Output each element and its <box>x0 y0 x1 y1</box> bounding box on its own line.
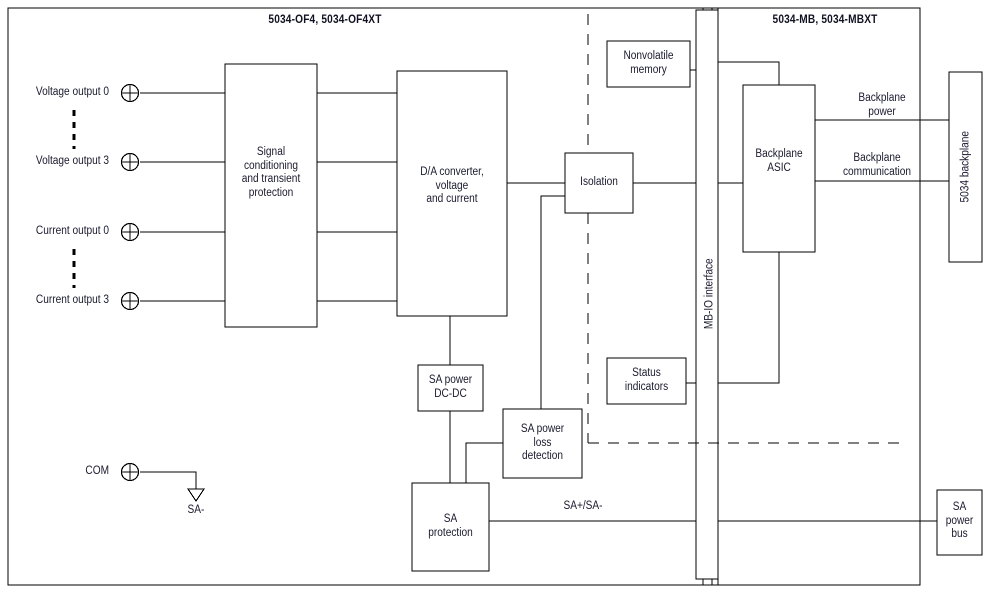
block-signal-conditioning <box>224 63 318 328</box>
title-left: 5034-OF4, 5034-OF4XT <box>268 14 382 26</box>
block-sa-power-bus <box>936 489 983 556</box>
terminal-icon-voltage-output-3 <box>120 152 140 172</box>
block-label-mb-io-interface: MB-IO interface <box>703 258 716 330</box>
wire-asic-top <box>718 61 780 85</box>
ground-label-sa-minus: SA- <box>187 504 205 516</box>
wire-isolation-sa-power-loss <box>540 195 565 409</box>
block-sa-protection <box>411 482 490 572</box>
terminal-icon-voltage-output-0 <box>120 83 140 103</box>
block-da-converter <box>396 70 508 317</box>
terminal-label-voltage-output-0: Voltage output 0 <box>35 86 110 98</box>
block-status-indicators <box>606 357 687 405</box>
block-label-isolation: Isolation <box>580 176 618 188</box>
link-label-sa-plus-sa-minus: SA+/SA- <box>563 500 603 512</box>
wire-sa-loss-to-sa-protection <box>465 442 503 483</box>
wire-com-to-ground <box>140 471 197 489</box>
terminal-label-voltage-output-3: Voltage output 3 <box>35 155 110 167</box>
isolation-barrier-dashed <box>587 14 901 444</box>
wire-asic-bottom <box>718 252 780 384</box>
block-5034-backplane <box>948 71 983 263</box>
terminal-label-current-output-0: Current output 0 <box>35 225 110 237</box>
terminal-label-com: COM <box>85 465 110 477</box>
ground-symbol <box>186 488 206 503</box>
module-outer-boundary <box>7 7 921 586</box>
title-right: 5034-MB, 5034-MBXT <box>772 14 878 26</box>
block-nonvolatile-memory <box>606 40 691 88</box>
terminal-icon-current-output-3 <box>120 291 140 311</box>
terminal-icon-current-output-0 <box>120 222 140 242</box>
terminal-label-current-output-3: Current output 3 <box>35 294 110 306</box>
terminal-icon-com <box>120 462 140 482</box>
